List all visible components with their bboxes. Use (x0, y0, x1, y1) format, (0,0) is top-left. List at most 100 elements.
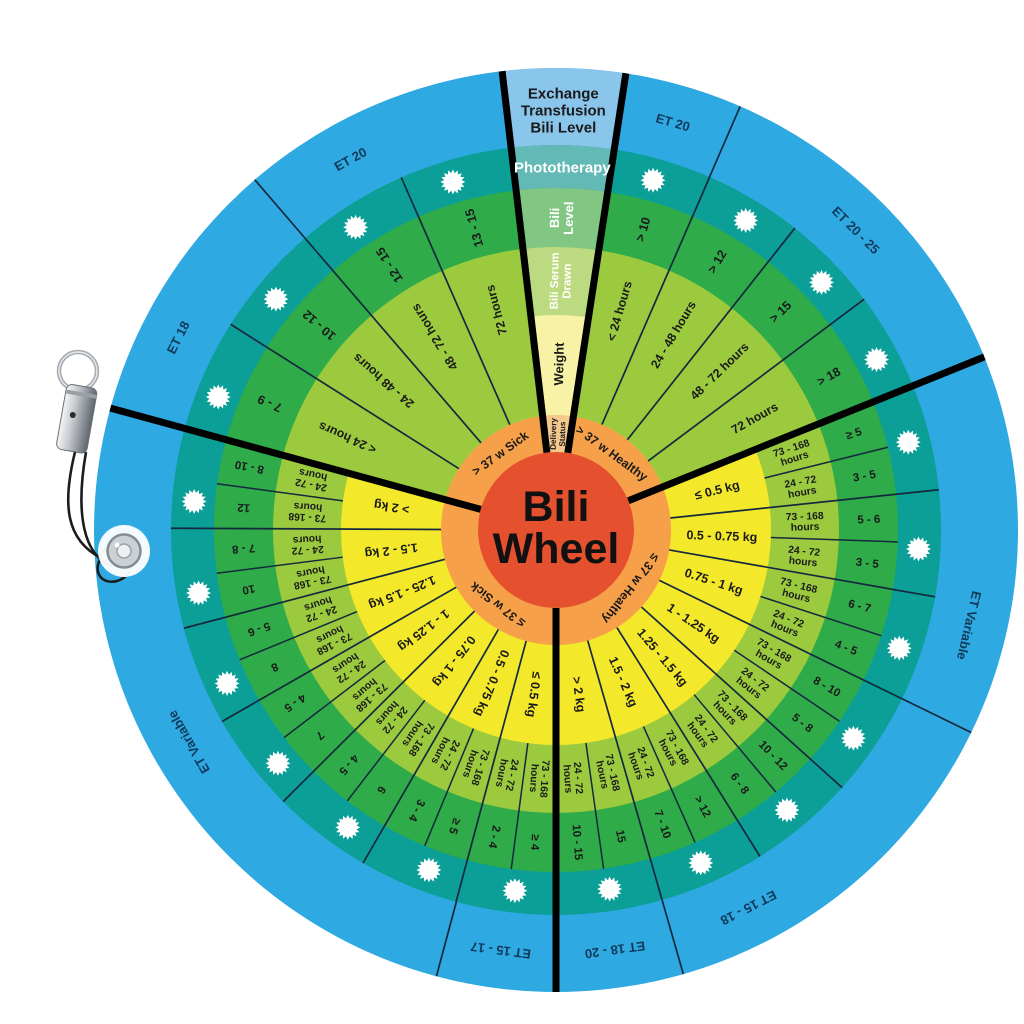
row-divider (770, 536, 898, 543)
row-divider (585, 742, 605, 869)
weight-divider (170, 527, 442, 531)
weight-value: > 2 kg (373, 498, 410, 517)
et-divider (435, 901, 458, 977)
bili-level-value: ≥ 5 (845, 426, 864, 443)
keyring-hardware (56, 349, 150, 584)
weight-value: > 2 kg (569, 676, 588, 713)
weight-divider (455, 640, 527, 903)
bili-level-value: ≥ 4 (528, 834, 541, 851)
bili-level-value: 10 - 15 (570, 824, 585, 861)
et-divider (661, 899, 685, 975)
center-title-text: Bili (523, 483, 590, 531)
starburst-icon (263, 286, 289, 312)
bili-level-value-text: 10 - 15 (570, 824, 585, 861)
row-divider (510, 743, 529, 870)
starburst-icon (895, 429, 921, 455)
legend-exchange-transfusion-label-text: Transfusion (521, 102, 606, 119)
bili-level-value: 8 - 10 (234, 458, 265, 476)
starburst-icon (214, 670, 240, 696)
et-divider (708, 105, 741, 178)
legend-weight-label-text: Weight (551, 342, 567, 386)
bili-serum-drawn-value-text: hours (293, 500, 323, 513)
weight-value-text: ≤ 0.5 kg (524, 671, 544, 718)
legend-bili-level-label-text: Bili (547, 208, 562, 228)
row-divider (283, 659, 386, 739)
bili-level-value: 6 - 7 (847, 598, 872, 615)
bili-level-value-text: ≥ 5 (446, 817, 463, 836)
bili-level-value-text: 6 (374, 783, 388, 795)
starburst-icon (688, 850, 714, 876)
legend-serum-band (522, 246, 599, 318)
slice-divider (304, 237, 482, 444)
bili-serum-drawn-value-text: 24 - 72 (571, 762, 584, 795)
bili-level-value: 2 - 4 (486, 824, 502, 850)
starburst-icon (335, 814, 361, 840)
weight-divider (586, 640, 663, 901)
bili-serum-drawn-value-text: 73 - 168 (786, 511, 824, 523)
bili-level-value-text: 8 - 10 (234, 458, 265, 476)
weight-value: 0.5 - 0.75 kg (686, 528, 757, 544)
bili-level-value: 5 - 6 (857, 514, 880, 527)
bili-level-value: > 10 (633, 216, 653, 244)
bili-serum-drawn-value-text: hours (292, 532, 321, 545)
starburst-icon (440, 169, 466, 195)
sector-line (627, 353, 986, 505)
legend-exchange-transfusion-label-text: Bili Level (530, 119, 596, 136)
bili-level-value: 12 (237, 501, 251, 514)
legend-phototherapy-band (511, 145, 615, 192)
grommet-hole (116, 543, 132, 559)
bili-serum-drawn-value-text: hours (295, 563, 325, 579)
bili-level-value-text: 15 (613, 829, 628, 845)
weight-value-text: 1.5 - 2 kg (364, 540, 419, 561)
bili-serum-drawn-value-text: hours (527, 763, 540, 793)
legend-delivery-status-label-text: Status (558, 421, 567, 447)
weight-value: 1.5 - 2 kg (364, 540, 419, 561)
bili-level-value: 3 - 5 (855, 557, 880, 571)
bili-serum-drawn-value-text: 73 - 168 (537, 760, 550, 799)
sector-line (109, 404, 482, 513)
slice-divider (601, 176, 711, 425)
split-ring-highlight (58, 351, 98, 391)
ferrule-body (56, 384, 98, 454)
bili-level-value-text: 8 (268, 660, 280, 674)
bili-level-value-text: 6 - 7 (847, 598, 872, 615)
weight-value-text: > 2 kg (569, 676, 588, 713)
starburst-icon (640, 167, 666, 193)
bili-level-value-text: 3 - 5 (852, 469, 877, 485)
starburst-icon (597, 876, 623, 902)
bili-level-value-text: > 10 (633, 216, 653, 244)
weight-value: ≤ 0.5 kg (524, 671, 544, 718)
weight-divider (670, 488, 939, 519)
bili-level-value-text: 2 - 4 (486, 824, 502, 850)
bili-serum-drawn-value-text: 24 - 72 (788, 545, 821, 559)
starburst-icon (181, 489, 207, 514)
starburst-icon (809, 269, 834, 295)
row-divider (424, 728, 475, 847)
weight-divider (362, 629, 500, 864)
weight-divider (282, 610, 476, 803)
bili-serum-drawn-value-text: hours (787, 485, 817, 501)
bili-level-value: 6 (374, 783, 388, 795)
sector-line (564, 72, 630, 454)
row-divider (239, 610, 358, 661)
row-divider (216, 556, 343, 574)
legend-weight-label: Weight (551, 342, 567, 386)
row-divider (217, 482, 344, 502)
et-divider (254, 179, 306, 239)
bili-level-value-text: 3 - 5 (855, 557, 880, 571)
weight-divider (640, 606, 843, 789)
weight-divider (658, 579, 903, 700)
starburst-icon (502, 878, 528, 904)
row-divider (760, 595, 882, 637)
weight-divider (616, 627, 761, 857)
